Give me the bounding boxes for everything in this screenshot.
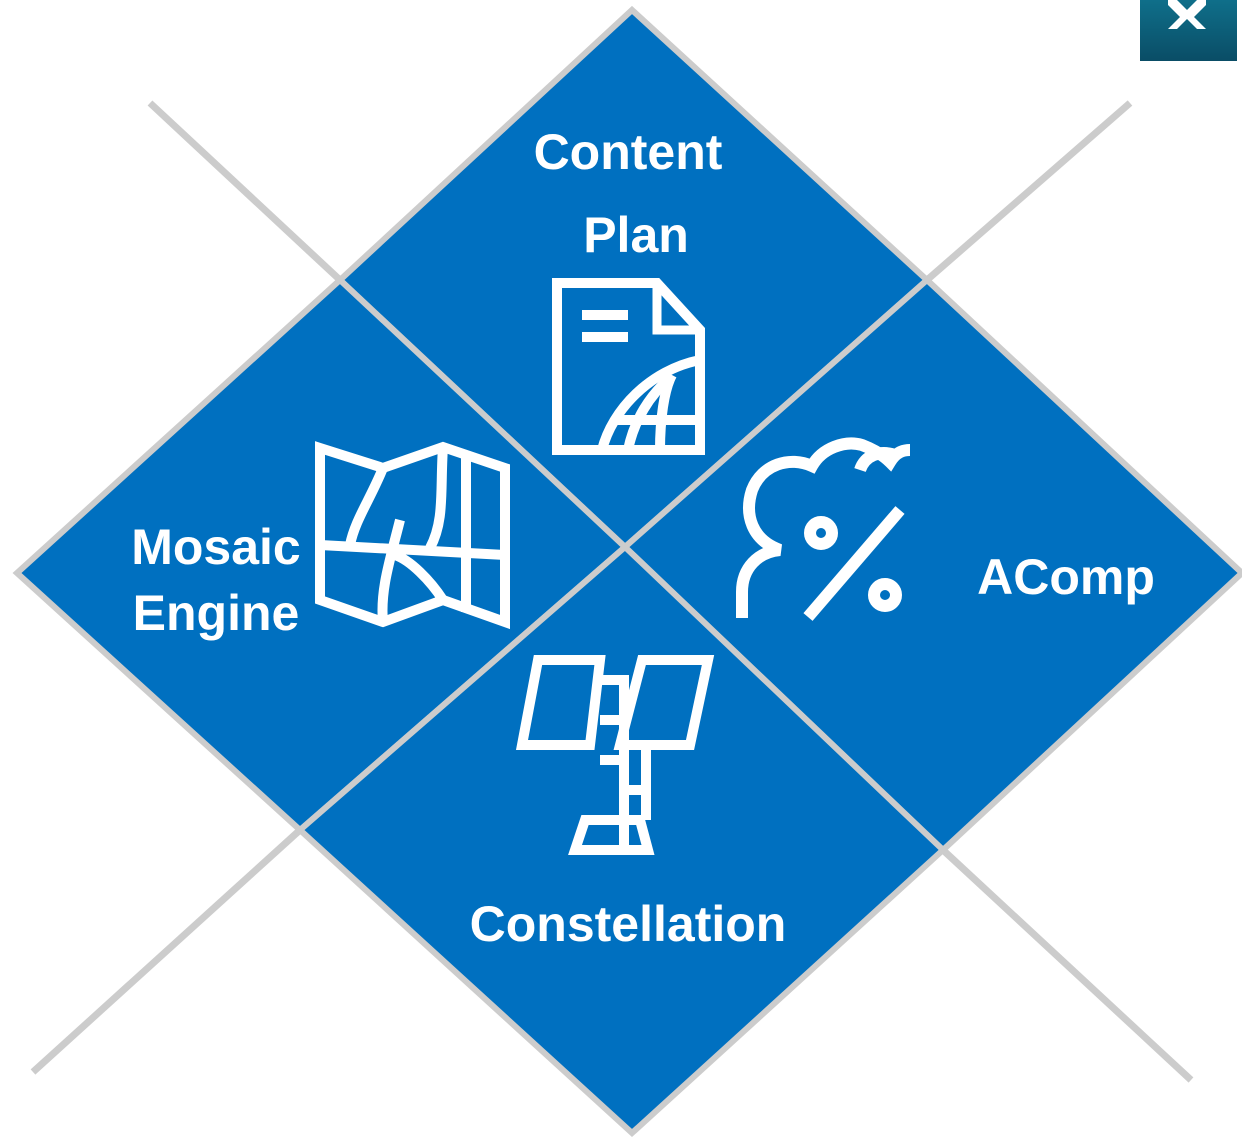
content-plan-label-line2: Plan (583, 207, 689, 263)
diagonal-line-top-right (924, 100, 1133, 283)
mosaic-engine-label-line2: Engine (133, 585, 300, 641)
close-button[interactable] (1140, 0, 1237, 61)
diagonal-line-bottom-right (940, 847, 1194, 1083)
folded-map-icon (315, 441, 510, 630)
satellite-icon (515, 655, 715, 855)
constellation-label: Constellation (470, 896, 787, 952)
diagonal-line-top-left (147, 100, 343, 283)
close-icon (1168, 0, 1206, 29)
document-globe-icon (552, 278, 705, 455)
diagonal-lines (30, 100, 1194, 1083)
acomp-label: AComp (977, 549, 1155, 605)
content-plan-label-line1: Content (534, 124, 723, 180)
mosaic-engine-label-line1: Mosaic (131, 519, 301, 575)
cloud-percent-icon (736, 437, 911, 621)
diagonal-line-bottom-left (30, 827, 303, 1075)
